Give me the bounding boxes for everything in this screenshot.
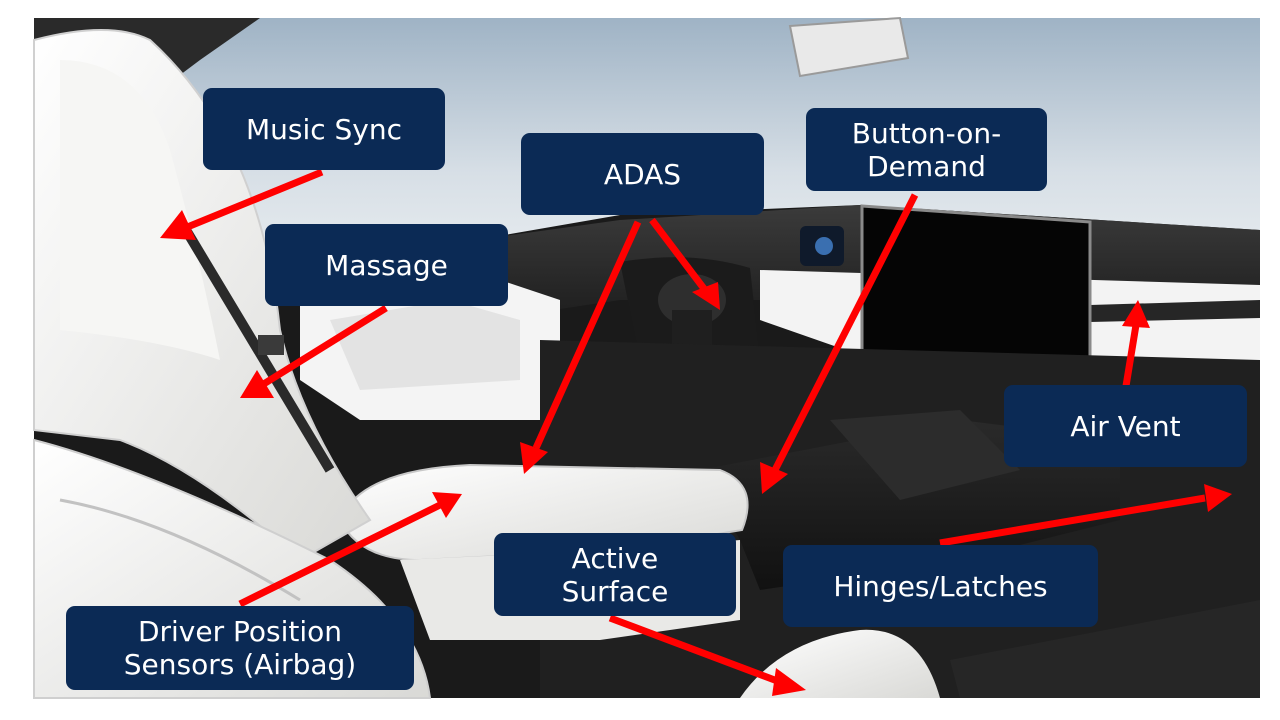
arrow-massage [260,305,388,388]
label-massage-text: Massage [325,248,448,282]
label-driver-position-sensors: Driver Position Sensors (Airbag) [66,606,414,690]
arrow-air-vent [1122,324,1140,387]
arrow-adas-armrest [532,220,642,450]
label-air-vent-text: Air Vent [1070,409,1181,443]
label-button-on-demand-text: Button-on- Demand [851,116,1002,183]
label-active-surface-text: Active Surface [561,541,669,608]
label-music-sync: Music Sync [203,88,445,170]
label-button-on-demand: Button-on- Demand [806,108,1047,191]
arrow-music-sync [183,168,324,232]
label-driver-position-sensors-text: Driver Position Sensors (Airbag) [123,615,357,681]
label-massage: Massage [265,224,508,306]
callout-arrows [160,168,1232,696]
label-active-surface: Active Surface [494,533,736,616]
label-adas: ADAS [521,133,764,215]
arrow-driver-position [238,501,442,608]
label-hinges-latches-text: Hinges/Latches [833,569,1048,603]
arrow-adas-steering [649,217,708,293]
arrow-active-surface [608,614,782,686]
label-air-vent: Air Vent [1004,385,1247,467]
arrow-button-on-demand [771,193,919,472]
label-hinges-latches: Hinges/Latches [783,545,1098,627]
arrow-hinges-latches [939,494,1206,547]
label-music-sync-text: Music Sync [245,112,403,146]
label-adas-text: ADAS [603,157,682,191]
